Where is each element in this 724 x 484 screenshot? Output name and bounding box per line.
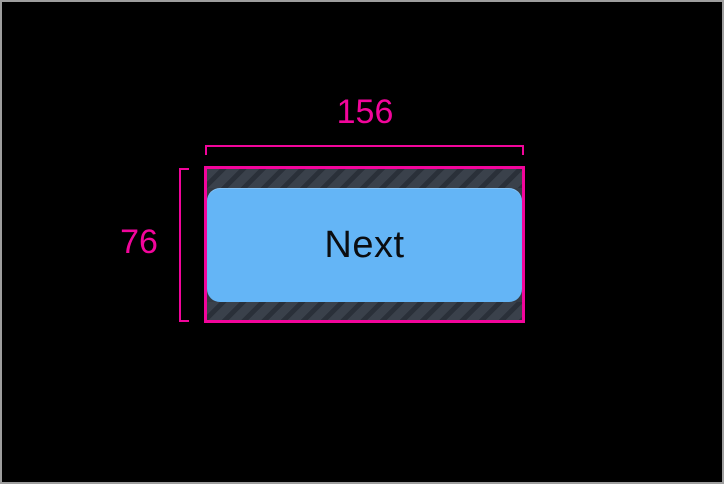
height-measure-bracket [179,168,189,322]
padding-hatch-bottom [207,302,522,320]
padding-hatch-top [207,169,522,188]
width-dimension-label: 156 [336,93,394,131]
height-dimension-label: 76 [120,223,158,261]
next-button-label: Next [324,224,405,266]
width-measure-bracket [205,145,524,155]
next-button[interactable]: Next [207,188,522,302]
selected-view-outline: Next [204,166,525,323]
